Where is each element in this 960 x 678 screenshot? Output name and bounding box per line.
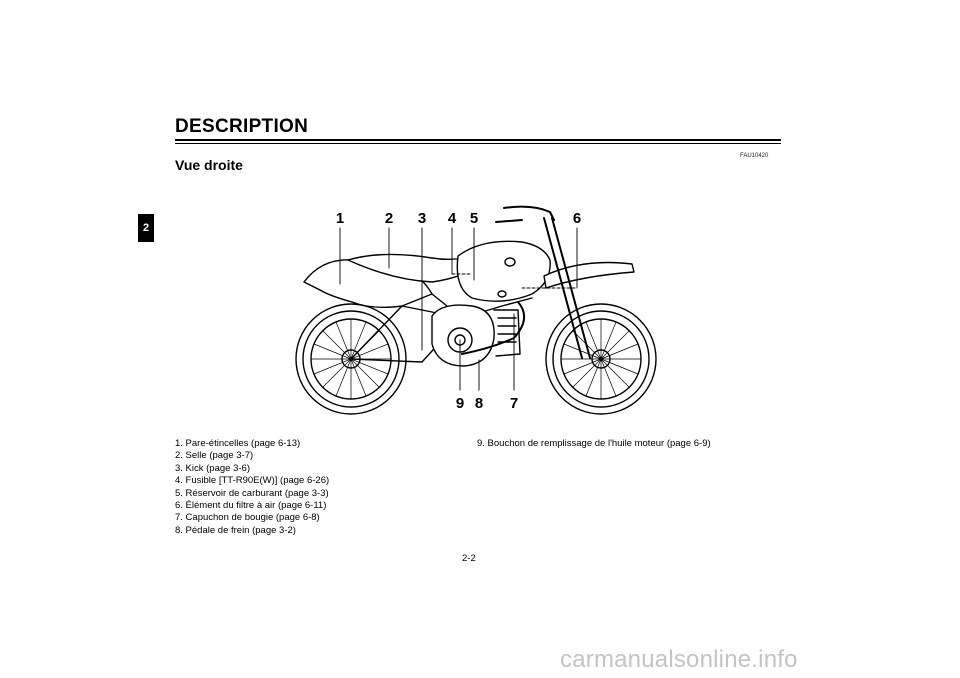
motorcycle-right-view-diagram: 1 2 3 4 5 6 7 8 9 xyxy=(295,205,657,415)
title-rule-thin xyxy=(175,143,781,144)
callout-7: 7 xyxy=(510,395,518,412)
front-wheel xyxy=(545,303,657,415)
callout-4: 4 xyxy=(448,210,457,227)
fuel-tank xyxy=(456,240,551,302)
chapter-tab[interactable]: 2 xyxy=(138,214,154,242)
callout-5: 5 xyxy=(470,210,478,227)
engine xyxy=(431,304,521,367)
title-rule-thick xyxy=(175,139,781,141)
legend-item: 6. Élément du filtre à air (page 6-11) xyxy=(175,500,327,512)
callout-6: 6 xyxy=(573,210,581,227)
legend-item: 1. Pare-étincelles (page 6-13) xyxy=(175,438,301,449)
callout-9: 9 xyxy=(456,395,464,412)
handlebar xyxy=(495,205,555,223)
legend-item: 9. Bouchon de remplissage de l'huile mot… xyxy=(477,438,711,449)
legend-item: 2. Selle (page 3-7) xyxy=(175,450,254,462)
page-number: 2-2 xyxy=(462,553,476,564)
legend-item: 4. Fusible [TT-R90E(W)] (page 6-26) xyxy=(175,475,330,487)
callout-2: 2 xyxy=(385,210,393,227)
legend-item: 8. Pédale de frein (page 3-2) xyxy=(175,524,296,536)
reference-code: FAU10420 xyxy=(740,153,769,159)
page-title: DESCRIPTION xyxy=(175,116,309,137)
watermark: carmanualsonline.info xyxy=(560,646,798,673)
legend-item: 5. Réservoir de carburant (page 3-3) xyxy=(175,487,329,499)
callout-leaders xyxy=(339,227,578,391)
legend-item: 3. Kick (page 3-6) xyxy=(175,462,250,474)
callout-3: 3 xyxy=(418,210,426,227)
parts-legend-left: 1. Pare-étincelles (page 6-13) 2. Selle … xyxy=(175,438,329,537)
section-title: Vue droite xyxy=(175,157,243,173)
callout-8: 8 xyxy=(475,395,483,412)
legend-item: 7. Capuchon de bougie (page 6-8) xyxy=(175,512,320,524)
parts-legend-right: 9. Bouchon de remplissage de l'huile mot… xyxy=(477,438,711,450)
callout-1: 1 xyxy=(336,210,344,227)
